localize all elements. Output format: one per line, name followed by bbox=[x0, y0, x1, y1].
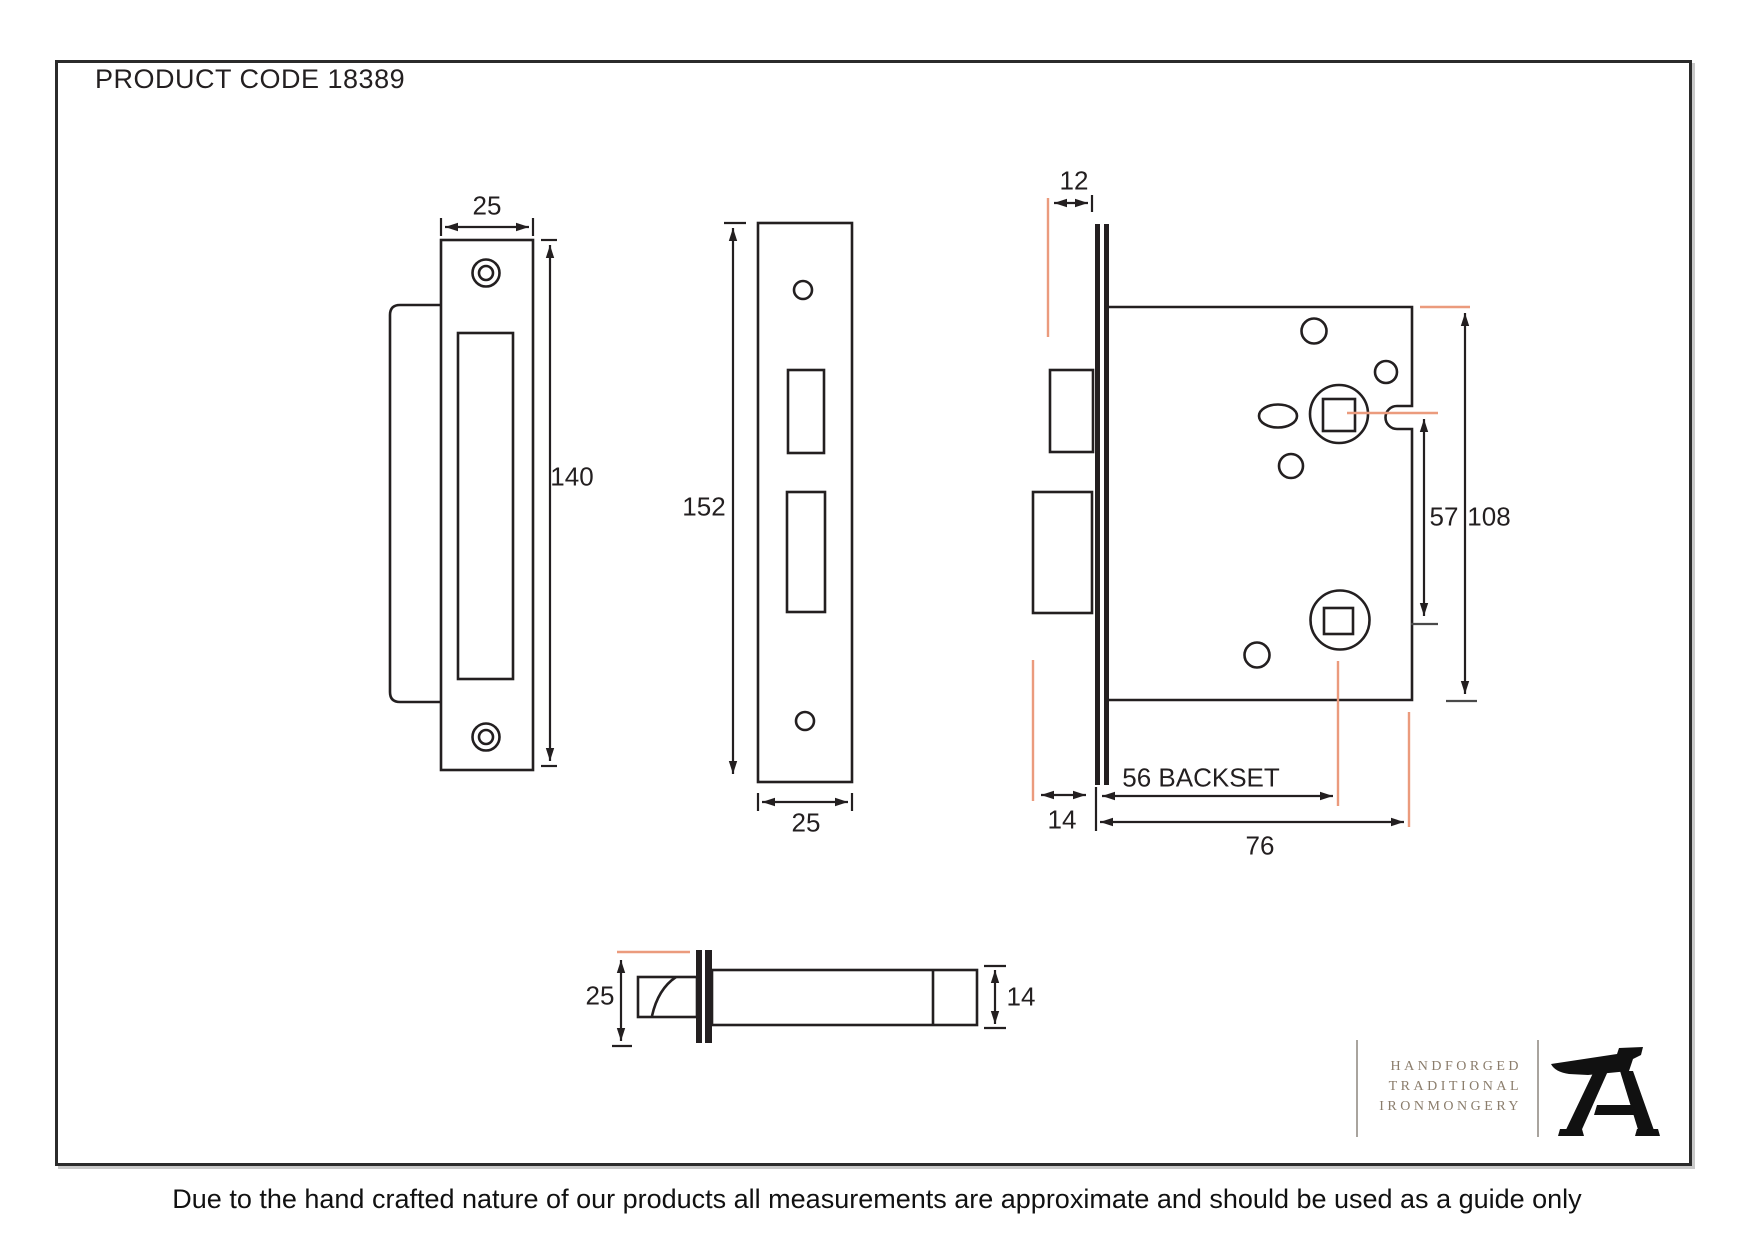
spindle-square-upper bbox=[1321, 397, 1357, 433]
dim-faceplate-height: 152 bbox=[682, 491, 726, 522]
fixing-hole-middle bbox=[1277, 452, 1305, 480]
dim-latch-protrusion: 12 bbox=[1059, 165, 1089, 196]
latch-bevel-curve bbox=[650, 975, 677, 1017]
strike-plate-lip bbox=[388, 303, 441, 704]
faceplate-deadbolt-opening bbox=[785, 490, 827, 614]
screw-hole-top-inner bbox=[477, 264, 495, 282]
screw-hole-bottom-inner bbox=[477, 728, 495, 746]
brand-line-2: TRADITIONAL bbox=[1388, 1079, 1522, 1094]
dim-latch-bolt-height: 14 bbox=[1006, 981, 1036, 1012]
latch-bolt bbox=[1048, 368, 1095, 454]
strike-plate-view bbox=[388, 238, 535, 772]
lock-case-dimensions bbox=[1041, 195, 1477, 831]
anvil-logo-icon bbox=[1551, 1047, 1660, 1136]
dim-case-depth: 76 bbox=[1245, 830, 1275, 861]
faceplate-dimensions bbox=[724, 221, 854, 811]
faceplate-screw-hole-bottom bbox=[794, 710, 816, 732]
measurements-disclaimer: Due to the hand crafted nature of our pr… bbox=[172, 1184, 1582, 1214]
product-code-label: PRODUCT CODE 18389 bbox=[95, 64, 406, 94]
faceplate-outline bbox=[756, 221, 854, 784]
brand-line-3: IRONMONGERY bbox=[1379, 1099, 1522, 1114]
latch-faceplate-back bbox=[705, 950, 712, 1043]
screw-hole-bottom bbox=[471, 722, 501, 752]
logo-divider-right bbox=[1537, 1040, 1539, 1137]
strike-plate-latch-opening bbox=[456, 331, 515, 681]
latch-body-shaft bbox=[710, 968, 979, 1027]
lock-case-outline bbox=[1109, 305, 1414, 702]
latch-bolt-side-view bbox=[636, 950, 979, 1043]
faceplate-edge-back bbox=[1104, 224, 1109, 785]
faceplate-screw-hole-top bbox=[792, 279, 814, 301]
strike-plate-dimensions bbox=[439, 218, 557, 768]
brand-line-1: HANDFORGED bbox=[1390, 1059, 1522, 1074]
lock-case-view bbox=[1031, 224, 1414, 785]
dim-case-height: 108 bbox=[1467, 501, 1511, 532]
dim-deadbolt-protrusion: 14 bbox=[1047, 804, 1077, 835]
strike-plate-outline bbox=[439, 238, 535, 772]
latch-faceplate-front bbox=[696, 950, 702, 1043]
fixing-hole-top bbox=[1300, 317, 1328, 345]
screw-hole-top bbox=[471, 258, 501, 288]
latch-bolt-dimensions bbox=[612, 960, 1006, 1048]
spindle-square-lower bbox=[1322, 606, 1355, 636]
fixing-hole-right bbox=[1373, 359, 1399, 385]
brand-wordmark: HANDFORGED TRADITIONAL IRONMONGERY bbox=[1379, 1057, 1522, 1117]
dim-strike-plate-width: 25 bbox=[472, 190, 502, 221]
dim-strike-plate-height: 140 bbox=[550, 461, 594, 492]
reference-lines bbox=[617, 198, 1470, 954]
drawing-border-frame bbox=[55, 60, 1692, 1166]
dim-backset: 56 BACKSET bbox=[1122, 762, 1280, 793]
logo-divider-left bbox=[1356, 1040, 1358, 1137]
dim-faceplate-width: 25 bbox=[791, 807, 821, 838]
adjustment-slot bbox=[1257, 403, 1299, 429]
dim-follower-spacing: 57 bbox=[1429, 501, 1459, 532]
fixing-hole-bottom bbox=[1243, 641, 1271, 669]
faceplate-edge-front bbox=[1095, 224, 1100, 785]
deadbolt bbox=[1031, 490, 1094, 615]
faceplate-view bbox=[756, 221, 854, 784]
faceplate-latch-opening bbox=[786, 368, 826, 455]
dim-latch-faceplate-height: 25 bbox=[585, 980, 615, 1011]
spindle-follower-lower bbox=[1309, 589, 1371, 651]
